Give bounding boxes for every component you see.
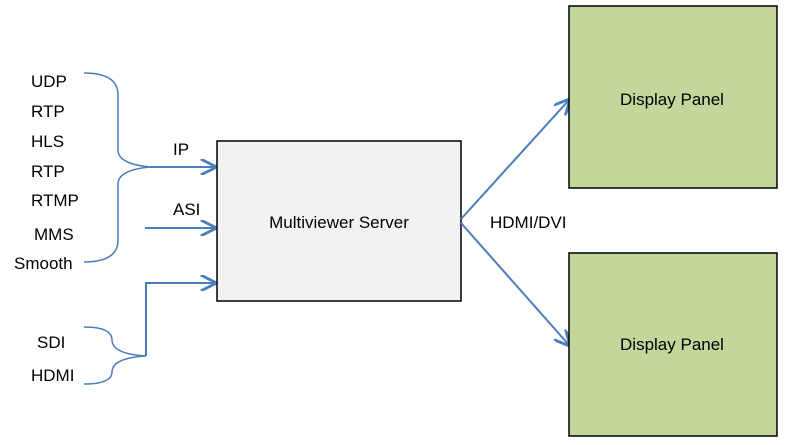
- protocol-label-udp: UDP: [31, 72, 67, 91]
- display-panel-bottom-label: Display Panel: [620, 335, 724, 354]
- protocol-label-hls: HLS: [31, 132, 64, 151]
- protocol-label-rtp: RTP: [31, 102, 65, 121]
- output-arrow-top: [460, 100, 569, 220]
- input-label-sdi: SDI: [37, 333, 65, 352]
- multiviewer-server-box: Multiviewer Server: [216, 140, 462, 302]
- baseband-brace: [83, 326, 147, 385]
- display-panel-top: Display Panel: [568, 5, 778, 189]
- display-panel-bottom: Display Panel: [568, 252, 778, 437]
- protocol-label-rtp-2: RTP: [31, 162, 65, 181]
- multiviewer-server-label: Multiviewer Server: [269, 213, 409, 232]
- ip-input-label: IP: [173, 140, 189, 159]
- asi-input-label: ASI: [173, 200, 200, 219]
- input-label-hdmi: HDMI: [31, 366, 74, 385]
- output-label: HDMI/DVI: [490, 213, 567, 232]
- protocol-label-mms: MMS: [34, 225, 74, 244]
- output-arrow-bottom: [460, 222, 569, 345]
- protocol-label-rtmp: RTMP: [31, 191, 79, 210]
- baseband-input-list: SDI HDMI: [31, 333, 74, 385]
- ip-protocol-brace: [83, 72, 151, 263]
- ip-protocol-list: UDP RTP HLS RTP RTMP MMS Smooth: [14, 72, 79, 273]
- display-panel-top-label: Display Panel: [620, 90, 724, 109]
- baseband-input-arrow: [145, 283, 215, 356]
- protocol-label-smooth: Smooth: [14, 254, 73, 273]
